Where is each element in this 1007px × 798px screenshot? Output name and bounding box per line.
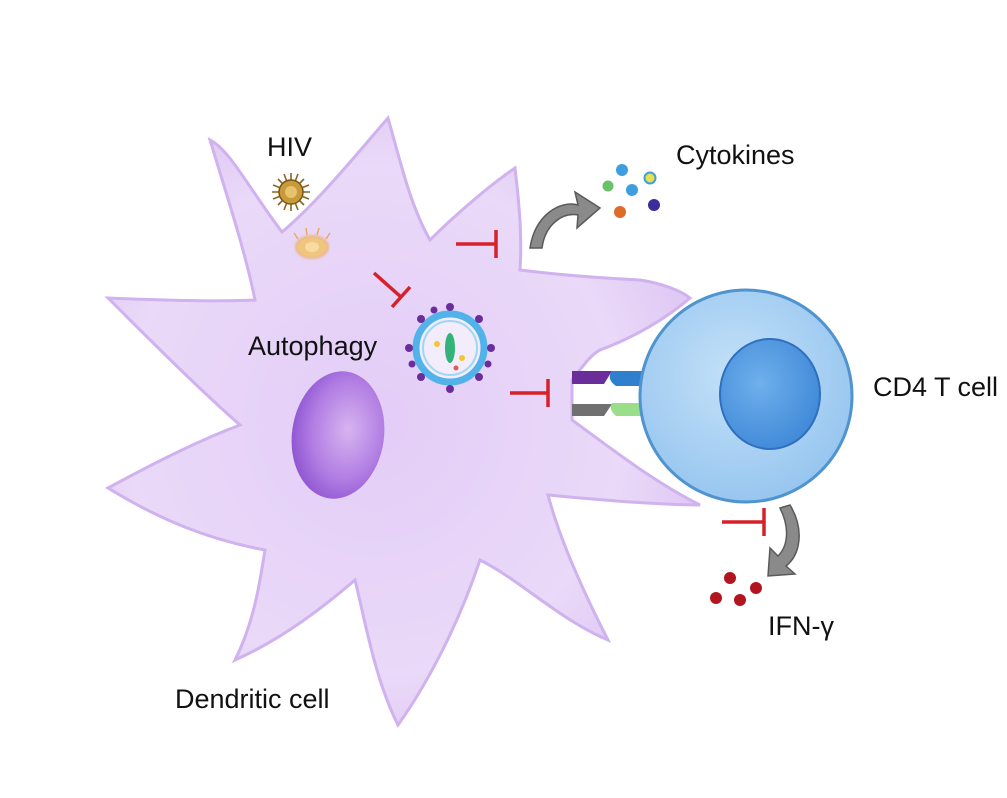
inhibition-autophagy-icon bbox=[372, 271, 412, 309]
hiv-fusing-icon bbox=[293, 227, 331, 259]
inhibition-ifn-icon bbox=[722, 508, 766, 536]
cd4-t-cell-label: CD4 T cell bbox=[873, 372, 998, 402]
autophagosome-icon bbox=[405, 303, 495, 393]
cytokine-molecules-icon bbox=[602, 164, 660, 218]
secretion-arrow-icon bbox=[529, 190, 602, 249]
dendritic-cell-nucleus bbox=[291, 371, 385, 499]
cd4-t-cell bbox=[638, 288, 854, 504]
hiv-virion-icon bbox=[272, 173, 310, 211]
hiv-label: HIV bbox=[267, 132, 312, 162]
ifn-arrow-icon bbox=[767, 504, 800, 577]
ifn-gamma-molecules-icon bbox=[710, 572, 762, 606]
ifn-gamma-label: IFN-γ bbox=[768, 611, 834, 641]
dendritic-cell-body bbox=[104, 114, 701, 728]
inhibition-cytokines-icon bbox=[456, 230, 498, 258]
cytokines-label: Cytokines bbox=[676, 140, 795, 170]
inhibition-synapse-icon bbox=[510, 379, 550, 407]
inhibition-symbols bbox=[372, 230, 766, 536]
autophagy-label: Autophagy bbox=[248, 331, 378, 361]
dendritic-cell-label: Dendritic cell bbox=[175, 684, 330, 714]
